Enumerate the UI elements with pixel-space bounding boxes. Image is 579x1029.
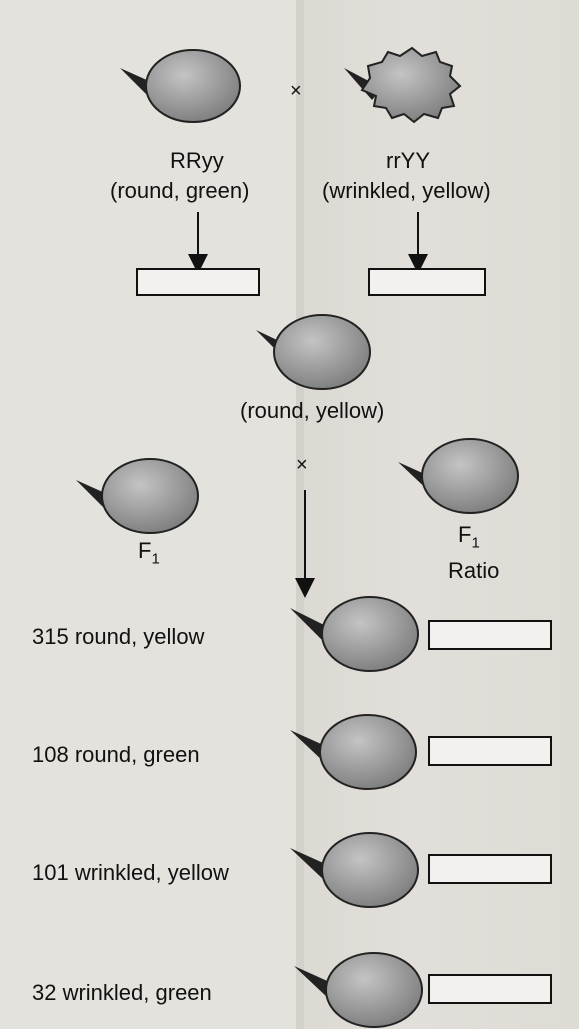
ratio-box-round-yellow[interactable] [428, 620, 552, 650]
cross-symbol-parents: × [290, 80, 302, 102]
f1-right-label: F1 [458, 522, 480, 551]
f1-phenotype: (round, yellow) [240, 398, 385, 423]
background-divider [296, 0, 304, 1029]
parent1-gamete-box[interactable] [136, 268, 260, 296]
f2-label-wrinkled-green: 32 wrinkled, green [32, 980, 212, 1005]
ratio-box-wrinkled-yellow[interactable] [428, 854, 552, 884]
parent1-phenotype: (round, green) [110, 178, 250, 203]
f2-pea-wrinkled-yellow [290, 832, 419, 908]
parent2-genotype: rrYY [386, 148, 430, 173]
f2-pea-wrinkled-green [294, 952, 423, 1028]
ratio-box-round-green[interactable] [428, 736, 552, 766]
cross-symbol-f1: × [296, 454, 308, 476]
f1-left-label: F1 [138, 538, 160, 567]
parent2-wrinkled-pea [344, 46, 462, 124]
parent1-genotype: RRyy [170, 148, 224, 173]
f2-label-wrinkled-yellow: 101 wrinkled, yellow [32, 860, 229, 885]
parent1-round-pea [120, 49, 241, 123]
f2-pea-round-green [290, 714, 417, 790]
ratio-box-wrinkled-green[interactable] [428, 974, 552, 1004]
parent2-gamete-box[interactable] [368, 268, 486, 296]
f1-right-subscript: 1 [471, 534, 480, 552]
f1-right-pea [398, 438, 519, 514]
f1-left-letter: F [138, 538, 152, 563]
f2-label-round-yellow: 315 round, yellow [32, 624, 205, 649]
f1-right-letter: F [458, 522, 472, 547]
f2-label-round-green: 108 round, green [32, 742, 200, 767]
f2-pea-round-yellow [290, 596, 419, 672]
ratio-label: Ratio [448, 558, 500, 583]
parent2-phenotype: (wrinkled, yellow) [322, 178, 491, 203]
f1-left-subscript: 1 [151, 550, 160, 568]
f1-offspring-pea [256, 314, 371, 390]
f1-left-pea [76, 458, 199, 534]
